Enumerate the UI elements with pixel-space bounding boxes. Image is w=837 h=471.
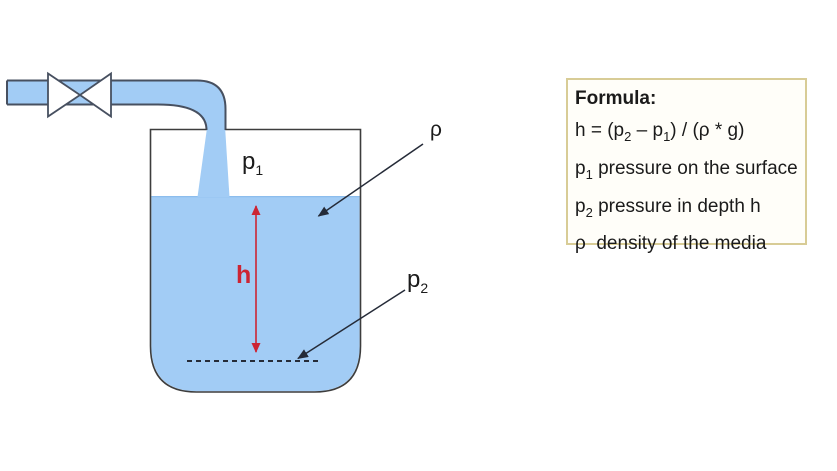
formula-title: Formula: [575,88,657,109]
formula-def-rho: ρ density of the media [575,228,801,260]
p2-arrow [297,289,406,360]
equation-part: h = (p [575,120,625,141]
def-p1-base: p [575,157,586,179]
formula-def-p1: p1 pressure on the surface [575,153,801,191]
formula-box: Formula: h = (p2 – p1) / (ρ * g) p1 pres… [566,78,807,254]
equation-part: – p [631,120,664,141]
equation-subscript-1: 1 [663,128,671,144]
def-rho-base: ρ [575,233,586,255]
inlet-pipe [7,80,226,131]
equation-part: ) / (ρ * g) [670,120,745,141]
tank-outline [149,128,362,393]
def-p2-base: p [575,195,586,217]
p2-label-subscript: 2 [420,279,429,296]
pipe-outer-wall [7,79,227,130]
pipe-inner-wall [7,103,208,131]
p2-label: p2 [407,266,428,296]
valve-icon [47,71,112,119]
p1-label: p1 [242,148,263,178]
rho-label: ρ [430,118,442,141]
def-rho-text: density of the media [585,233,767,255]
tank-diagram-svg [6,71,424,393]
equation-subscript-2: 2 [624,128,632,144]
def-p2-text: pressure in depth h [592,195,761,217]
p1-label-base: p [242,148,256,175]
p1-label-subscript: 1 [255,161,264,178]
rho-arrow [317,143,424,217]
def-p2-subscript: 2 [585,204,593,220]
formula-def-p2: p2 pressure in depth h [575,191,801,229]
formula-equation: h = (p2 – p1) / (ρ * g) [575,115,801,153]
def-p1-text: pressure on the surface [592,157,798,179]
p2-label-base: p [407,266,421,293]
h-label: h [236,261,252,289]
def-p1-subscript: 1 [585,166,593,182]
inflow-stream [197,129,230,197]
